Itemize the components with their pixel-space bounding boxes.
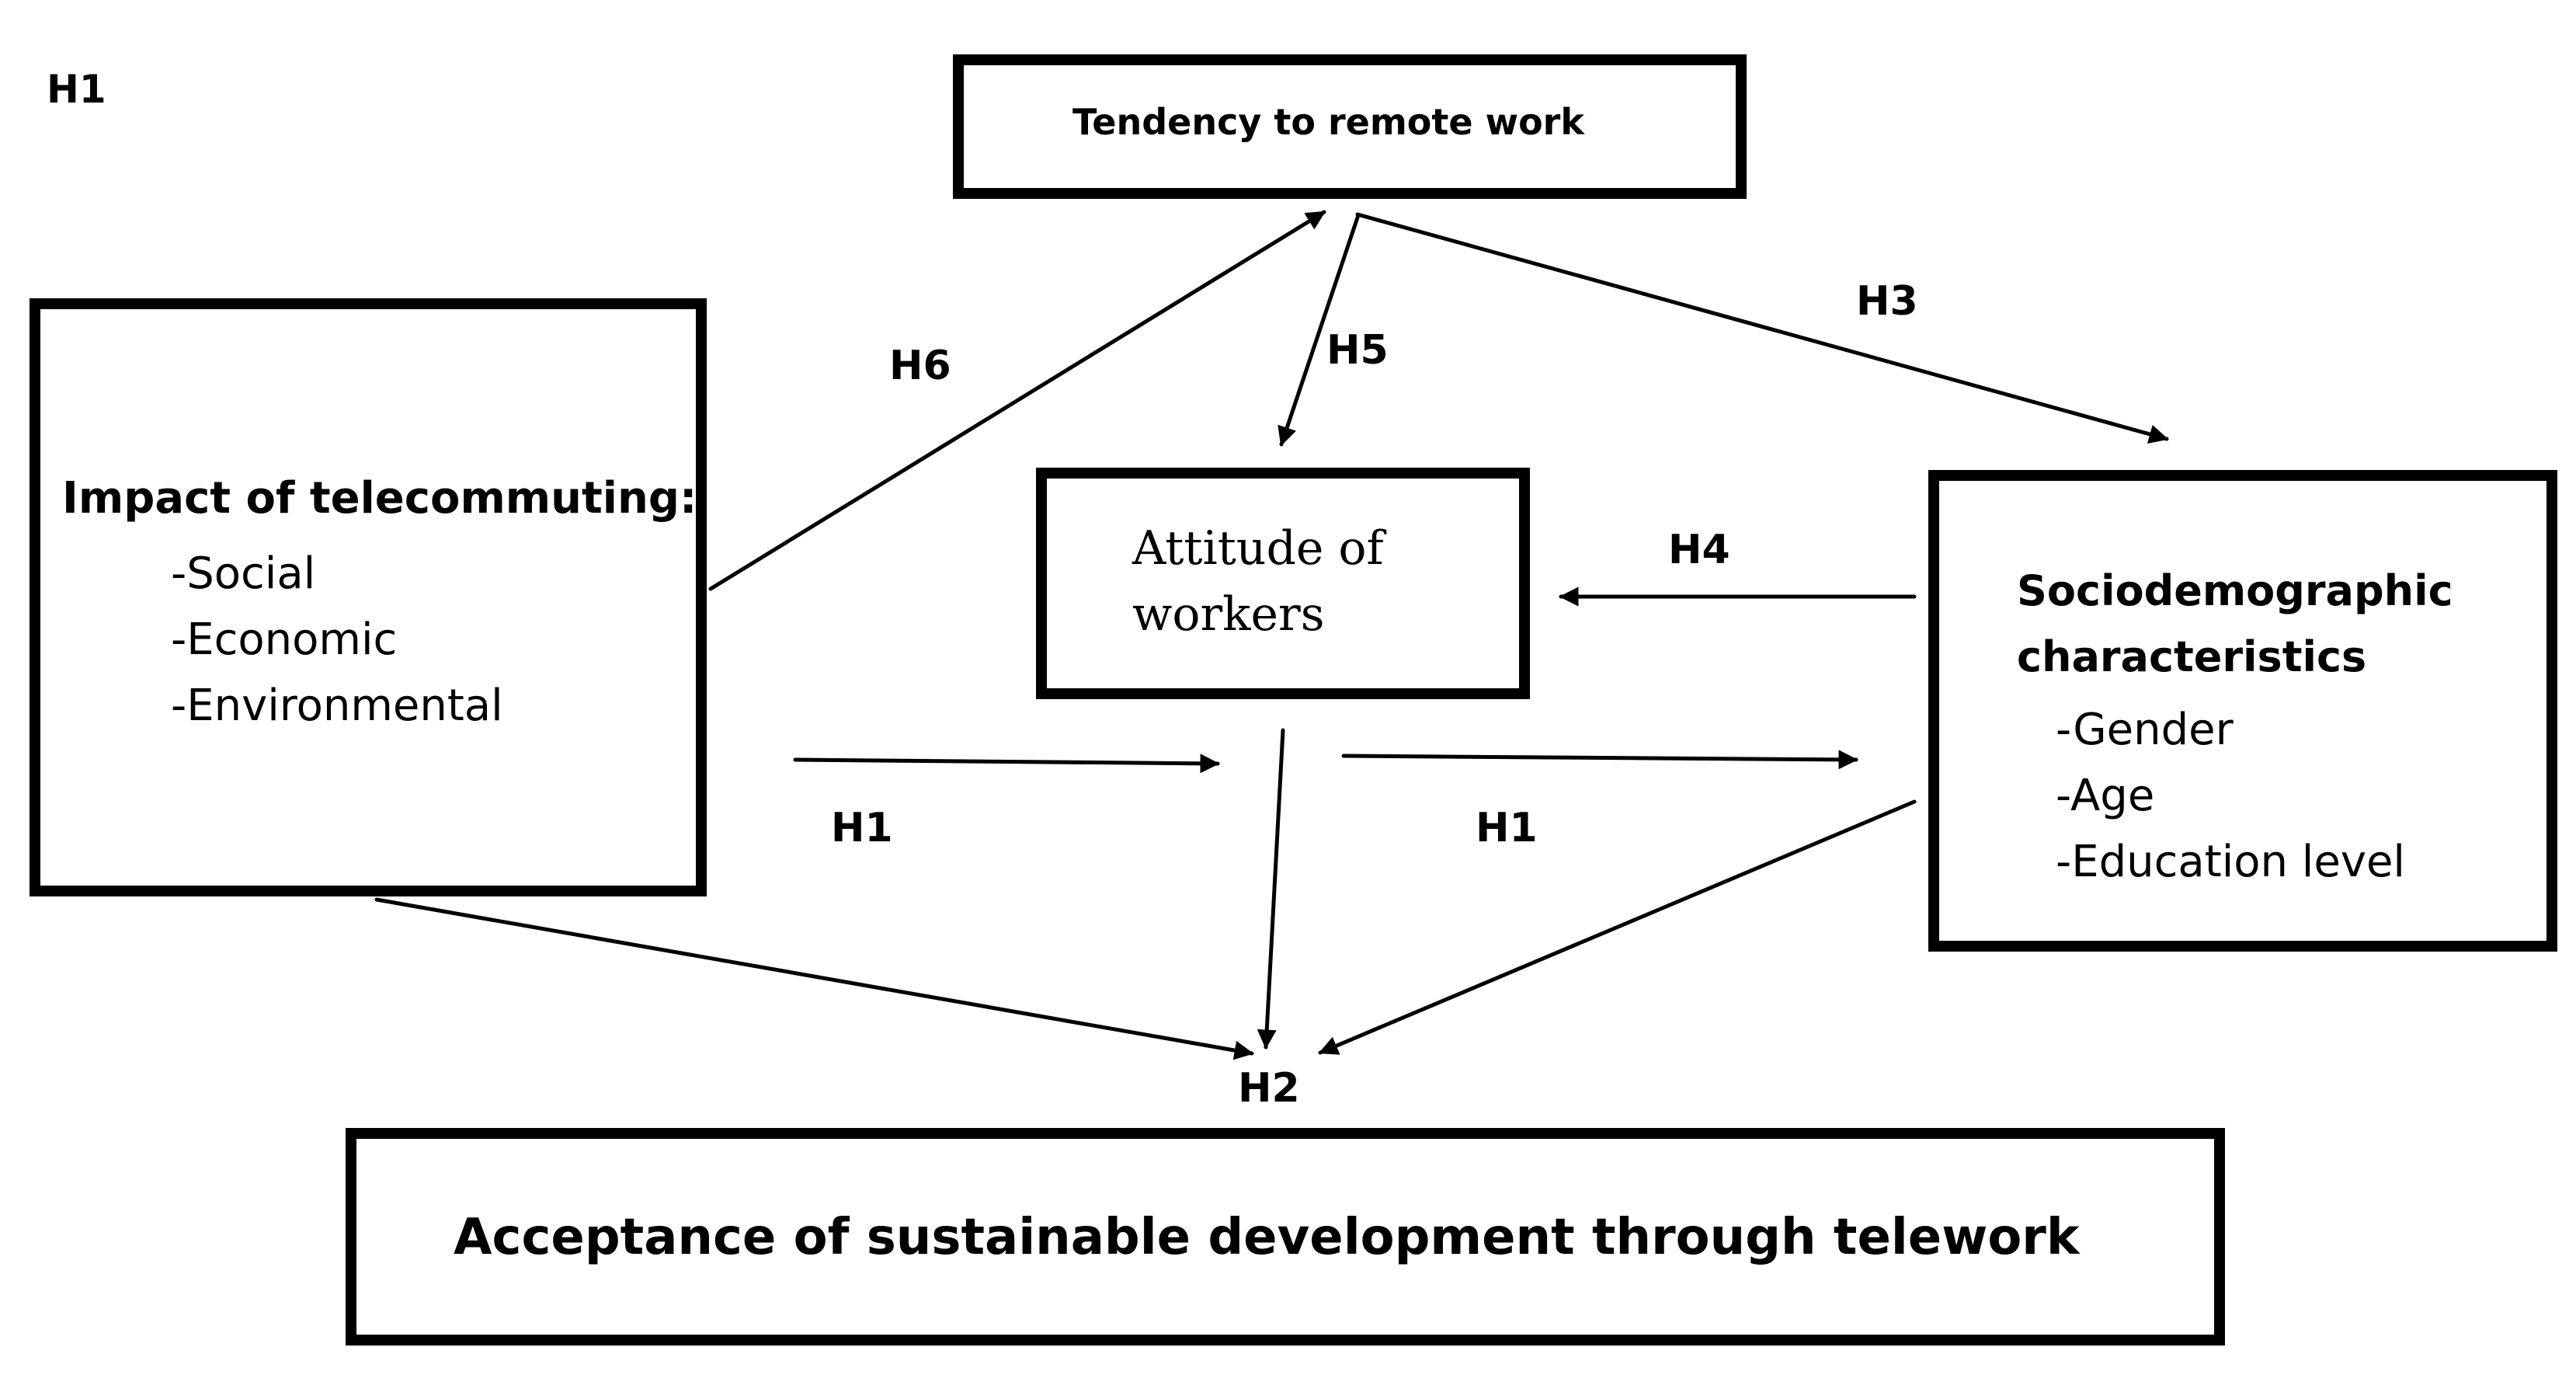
attitude-line2: workers [1132,587,1325,642]
attitude-box: Attitude of workers [1036,468,1530,699]
hypothesis-label-h2: H2 [1238,1065,1300,1112]
impact-box: Impact of telecommuting: -Social -Econom… [30,298,707,896]
hypothesis-label-h1-corner: H1 [47,67,106,112]
tendency-box: Tendency to remote work [953,54,1747,199]
impact-items-list: -Social -Economic -Environmental [171,541,503,739]
socio-line2: characteristics [2017,632,2367,681]
hypothesis-label-h5: H5 [1326,327,1389,374]
socio-item-age: -Age [2056,771,2155,821]
attitude-line1: Attitude of [1132,521,1384,576]
hypothesis-label-h4: H4 [1668,527,1730,573]
hypothesis-label-h6: H6 [889,343,951,389]
arrow-impact-to-acceptance [374,897,1254,1060]
hypothesis-label-h3: H3 [1856,278,1918,325]
arrow-h3 [1355,212,2169,444]
impact-item-social: -Social [171,548,316,599]
arrow-socio-to-acceptance [1318,799,1917,1055]
socio-box: Sociodemographic characteristics -Gender… [1928,470,2557,952]
impact-item-environmental: -Environmental [171,681,503,731]
socio-line1: Sociodemographic [2017,566,2453,615]
hypothesis-label-h1-left: H1 [831,805,893,851]
impact-item-economic: -Economic [171,614,398,665]
hypothesis-label-h1-right: H1 [1476,805,1538,851]
tendency-label: Tendency to remote work [1072,101,1584,143]
arrow-h1-left [793,754,1220,774]
socio-items-list: -Gender -Age -Education level [2056,697,2405,895]
acceptance-box: Acceptance of sustainable development th… [346,1128,2225,1345]
arrow-h6 [708,210,1326,591]
arrow-h5 [1278,215,1360,447]
socio-item-gender: -Gender [2056,705,2234,755]
arrow-attitude-to-acceptance [1257,728,1285,1050]
socio-item-education: -Education level [2056,837,2405,887]
arrow-h1-right [1341,750,1858,770]
impact-title: Impact of telecommuting: [62,473,697,524]
acceptance-label: Acceptance of sustainable development th… [454,1209,2080,1266]
